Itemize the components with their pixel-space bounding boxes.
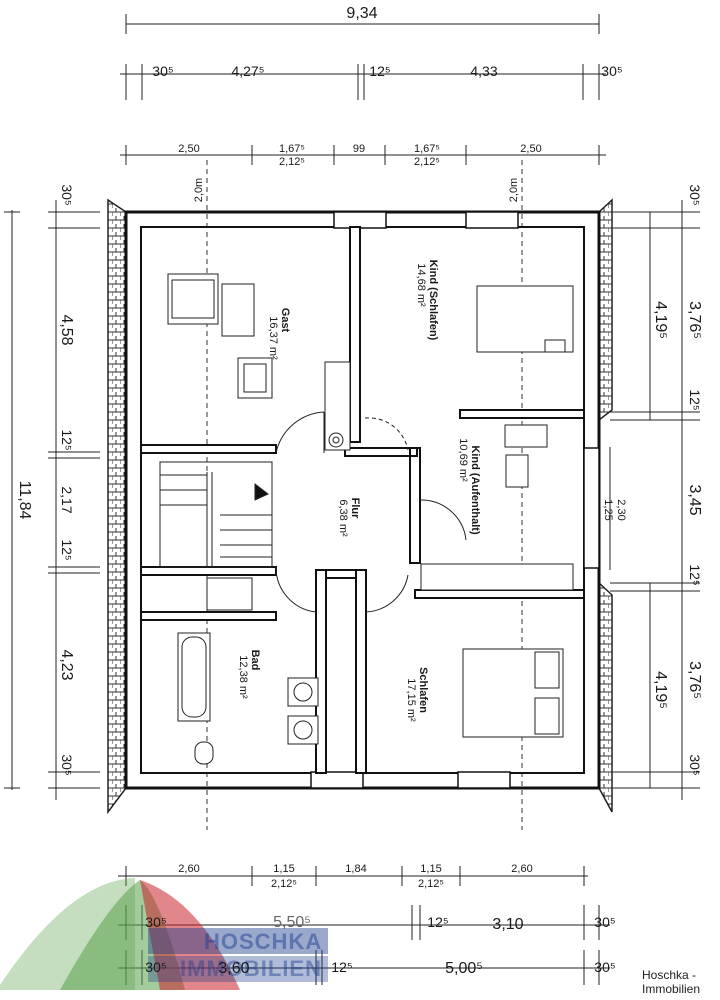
- axis-mark-right: 2,0m: [508, 178, 520, 202]
- room-area-kind-aufenthalt: 10,69 m²: [457, 438, 469, 482]
- room-label-gast: Gast: [279, 308, 291, 333]
- room-label-flur: Flur: [349, 498, 361, 519]
- bottom-sub-dim-5: 1,15: [420, 863, 441, 875]
- bottom-dim-2: 5,50⁵: [273, 914, 311, 931]
- top-dim-2: 4,27⁵: [231, 63, 264, 79]
- top-overall-dim: 9,34: [346, 5, 377, 22]
- top-sub-dim-3: 2,12⁵: [279, 156, 305, 168]
- credit-line-2: Immobilien: [642, 982, 701, 996]
- top-dim-4: 4,33: [470, 63, 497, 79]
- left-dim-1: 30⁵: [59, 184, 75, 205]
- logo-line-2: IMMOBILIEN: [180, 956, 322, 981]
- furniture: [167, 273, 574, 765]
- left-dim-2: 4,58: [58, 314, 75, 345]
- right-dim-3: 12⁵: [687, 389, 703, 410]
- bottom-dim-7: 3,60: [218, 960, 249, 977]
- left-dim-5: 12⁵: [59, 539, 75, 560]
- right-dim-6: 3,76⁵: [686, 661, 703, 699]
- right-inner-dim-2: 4,19⁵: [652, 671, 669, 709]
- top-dimension-lines: [120, 14, 606, 165]
- room-area-schlafen: 17,15 m²: [405, 678, 417, 722]
- left-dim-7: 30⁵: [59, 754, 75, 775]
- right-inner-dim-1: 4,19⁵: [652, 301, 669, 339]
- logo-line-1: HOSCHKA: [204, 929, 322, 954]
- bottom-dim-8: 12⁵: [331, 959, 352, 975]
- top-sub-dim-2: 1,67⁵: [279, 143, 305, 155]
- left-dim-3: 12⁵: [59, 429, 75, 450]
- top-dim-1: 30⁵: [152, 63, 173, 79]
- window-dim-1: 2,30: [615, 499, 627, 520]
- bottom-sub-dim-3: 2,12⁵: [271, 878, 297, 890]
- right-dim-7: 30⁵: [687, 754, 703, 775]
- top-sub-dim-7: 2,50: [520, 143, 541, 155]
- bottom-dim-5: 30⁵: [594, 914, 615, 930]
- bottom-sub-dim-1: 2,60: [178, 863, 199, 875]
- bottom-dim-4: 3,10: [492, 916, 523, 933]
- bottom-sub-dim-2: 1,15: [273, 863, 294, 875]
- stairs: [159, 461, 273, 568]
- credit-line-1: Hoschka -: [642, 968, 697, 982]
- top-sub-dim-6: 2,12⁵: [414, 156, 440, 168]
- left-overall-dim: 11,84: [16, 481, 33, 520]
- bottom-sub-dim-7: 2,60: [511, 863, 532, 875]
- bottom-dim-10: 30⁵: [594, 959, 615, 975]
- room-area-kind-schlafen: 14,68 m²: [415, 263, 427, 307]
- axis-mark-left: 2,0m: [193, 178, 205, 202]
- window-openings: [310, 211, 600, 789]
- bottom-sub-dim-4: 1,84: [345, 863, 366, 875]
- right-dim-4: 3,45: [686, 484, 703, 515]
- right-dim-2: 3,76⁵: [686, 301, 703, 339]
- right-dim-5: 12⁵: [687, 564, 703, 585]
- left-dim-6: 4,23: [58, 649, 75, 680]
- door-swings: [275, 411, 467, 613]
- room-label-schlafen: Schlafen: [417, 667, 429, 713]
- room-label-kind-schlafen: Kind (Schlafen): [427, 260, 439, 341]
- right-dim-1: 30⁵: [687, 184, 703, 205]
- top-sub-dim-1: 2,50: [178, 143, 199, 155]
- company-logo: HOSCHKA IMMOBILIEN: [0, 878, 328, 990]
- room-area-flur: 6,38 m²: [337, 499, 349, 537]
- top-dim-3: 12⁵: [369, 63, 390, 79]
- top-sub-dim-4: 99: [353, 143, 365, 155]
- window-dim-2: 1,25: [602, 499, 614, 520]
- bottom-dim-3: 12⁵: [427, 914, 448, 930]
- left-dimension-lines: [4, 200, 100, 800]
- bottom-dim-6: 30⁵: [145, 959, 166, 975]
- bottom-sub-dim-6: 2,12⁵: [418, 878, 444, 890]
- room-area-bad: 12,38 m²: [237, 655, 249, 699]
- room-label-kind-aufenthalt: Kind (Aufenthalt): [469, 445, 481, 535]
- top-sub-dim-5: 1,67⁵: [414, 143, 440, 155]
- photo-credit: Hoschka - Immobilien: [642, 968, 714, 996]
- bottom-dim-1: 30⁵: [145, 914, 166, 930]
- bottom-dim-9: 5,00⁵: [445, 960, 483, 977]
- interior-walls: [140, 226, 585, 774]
- room-label-bad: Bad: [249, 650, 261, 671]
- left-dim-4: 2,17: [59, 486, 75, 513]
- right-dimension-lines: [609, 200, 700, 800]
- top-dim-5: 30⁵: [601, 63, 622, 79]
- room-area-gast: 16,37 m²: [267, 316, 279, 360]
